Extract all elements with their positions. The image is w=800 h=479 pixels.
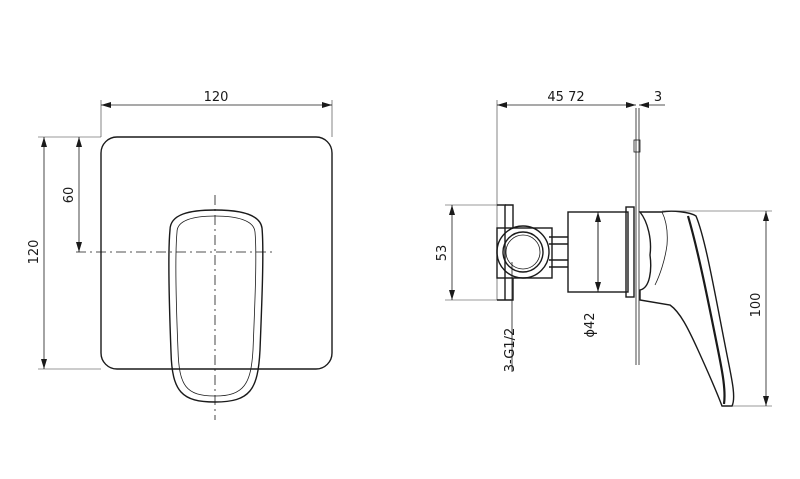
- plate-dim-label: 3: [654, 90, 662, 105]
- height-arrow-bottom: [41, 359, 47, 369]
- inlet-circle-inner: [505, 234, 541, 270]
- body-height-arrow-bottom: [449, 290, 455, 300]
- height-dim-label: 120: [27, 240, 42, 265]
- handle-lever: [168, 209, 264, 403]
- width-arrow-right: [322, 102, 332, 108]
- plate-arrow: [639, 102, 649, 108]
- front-view: 120 120 60: [27, 90, 333, 420]
- depth-dim-label: 45 72: [547, 90, 584, 105]
- handle-height-dim-label: 100: [749, 293, 764, 318]
- cartridge-flange: [625, 206, 635, 298]
- diameter-arrow-bottom: [595, 282, 601, 292]
- inlet-circle-outer: [496, 225, 550, 279]
- center-height-dim-label: 60: [62, 187, 77, 204]
- thread-label: 3-G1/2: [503, 328, 518, 372]
- handle-height-arrow-top: [763, 211, 769, 221]
- valve-body-left: [497, 204, 506, 300]
- width-arrow-left: [101, 102, 111, 108]
- handle-side-inner: [654, 211, 668, 286]
- side-view: 45 72 3 53 ϕ42 3-G1/2: [435, 90, 772, 407]
- plate-tab: [633, 139, 641, 153]
- handle-lever-inner: [175, 215, 257, 397]
- connector-stub: [549, 236, 568, 268]
- cover-plate: [100, 136, 333, 370]
- center-height-arrow-bottom: [76, 242, 82, 252]
- handle-side-edge: [686, 215, 726, 405]
- depth-arrow-left: [497, 102, 507, 108]
- height-arrow-top: [41, 137, 47, 147]
- depth-arrow-right: [626, 102, 636, 108]
- width-dim-label: 120: [204, 90, 229, 105]
- inlet-circle-mid: [502, 231, 544, 273]
- body-height-arrow-top: [449, 205, 455, 215]
- handle-side-profile: [638, 210, 735, 407]
- diameter-label: ϕ42: [583, 312, 598, 337]
- center-height-arrow-top: [76, 137, 82, 147]
- body-height-dim-label: 53: [435, 245, 450, 262]
- handle-height-arrow-bottom: [763, 396, 769, 406]
- diameter-arrow-top: [595, 212, 601, 222]
- valve-body-frame: [497, 204, 514, 301]
